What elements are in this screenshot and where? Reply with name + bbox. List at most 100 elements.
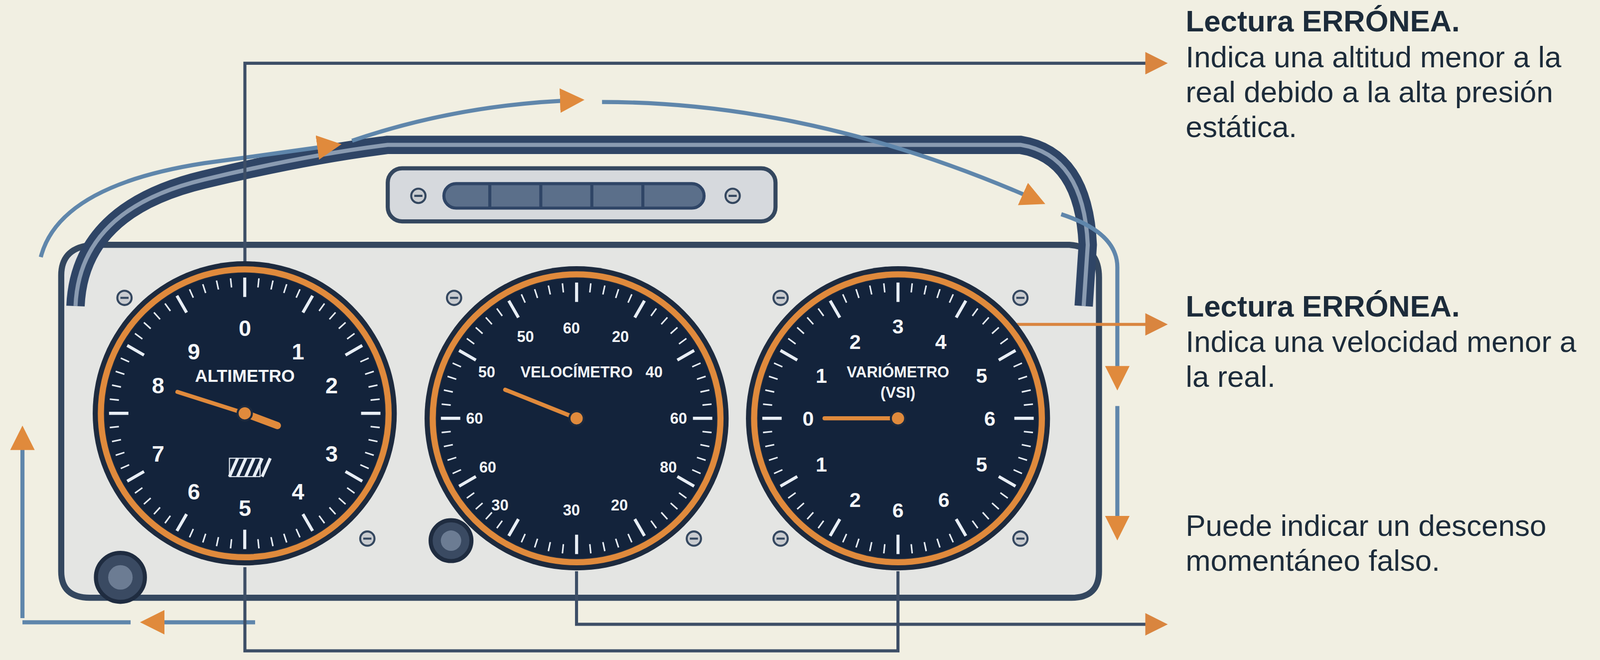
tick-mark [702,431,712,433]
dial-number: 60 [670,410,688,427]
tick-mark [700,444,710,447]
tick-mark [692,417,713,421]
tick-mark [856,538,860,548]
dial-number: 8 [151,374,165,398]
tick-mark [475,327,483,334]
dial-number: 6 [938,489,950,511]
tick-mark [189,528,194,538]
tick-mark [458,476,476,486]
needle [177,391,245,414]
dial-number: 5 [976,365,988,386]
tick-mark [700,390,710,393]
tick-mark [216,537,219,547]
gauge-name: ALTIMETRO [194,366,295,385]
gauge-name: VELOCÍMETRO [520,364,633,381]
dial-number: 1 [815,453,828,475]
tick-mark [347,487,355,494]
callout-heading: Lectura ERRÓNEA. [1185,289,1595,324]
tick-mark [670,503,678,510]
tick-mark [575,282,579,302]
tick-mark [521,294,525,303]
tick-mark [121,358,130,362]
dial-number: 5 [238,496,252,520]
needle [505,389,577,419]
gauge-ticks [440,282,713,555]
tick-mark [972,520,978,529]
tick-mark [296,289,300,298]
tick-mark [329,507,336,515]
tick-mark [678,338,687,345]
dial-number: 4 [291,480,304,504]
tick-mark [818,308,824,316]
callout-heading: Lectura ERRÓNEA. [1185,3,1595,39]
dial-number: 1 [815,365,828,386]
tick-mark [1018,376,1028,380]
tick-mark [807,512,814,520]
gauge-ring [753,274,1042,563]
dial-number: 80 [659,459,677,476]
tick-mark [230,278,232,288]
dial-number: 50 [517,328,535,345]
tick-mark [677,350,695,360]
tick-mark [202,284,206,293]
gauge-face [744,265,1051,572]
tick-mark [370,426,380,428]
tick-mark [575,534,579,555]
tick-mark [345,345,363,355]
tick-mark [452,363,461,367]
tick-mark [127,345,145,355]
tick-mark [780,350,798,360]
tick-mark [360,464,369,469]
tick-mark [797,327,805,334]
needle-hub [569,411,584,426]
tick-mark [534,538,538,548]
tick-mark [202,533,206,543]
tick-mark [319,303,325,311]
tick-mark [842,534,847,543]
gauge-bezel [745,266,1050,571]
tick-mark [762,417,782,421]
dial-number: 3 [325,442,338,466]
tick-mark [485,512,492,520]
tick-mark [768,457,778,461]
tick-mark [627,294,632,303]
tick-mark [496,520,503,529]
dial-number: 6 [187,480,201,504]
dial-number: 5 [976,453,988,475]
tick-mark [998,350,1016,360]
dial-number: 3 [892,316,904,337]
tick-mark [949,294,953,303]
tick-mark [661,512,668,520]
tick-mark [924,542,927,552]
tick-mark [856,289,860,299]
tick-mark [869,542,872,552]
tick-mark [830,519,840,537]
tick-mark [466,492,475,499]
tick-mark [562,283,564,293]
tick-mark [360,358,369,362]
tick-mark [112,439,122,442]
dial-number: 20 [611,328,629,345]
dial-number: 4 [935,331,947,353]
tick-mark [135,333,143,339]
gauge-needles [824,418,898,420]
tick-mark [670,327,678,334]
tick-mark [634,300,645,318]
tick-mark [1021,390,1031,393]
dial-number: 60 [479,459,497,476]
needle [824,416,898,421]
dial-number: 1 [291,340,304,364]
dial-number: 6 [984,408,996,429]
tick-mark [121,464,130,469]
tick-mark [1013,363,1022,367]
tick-mark [697,457,707,461]
tick-mark [284,533,288,543]
tick-mark [818,520,824,529]
tick-mark [615,538,619,548]
tick-mark [883,283,885,293]
gauge-dial [436,278,717,559]
tick-mark [452,469,461,474]
tick-mark [447,457,457,461]
hatch-window [229,457,271,477]
